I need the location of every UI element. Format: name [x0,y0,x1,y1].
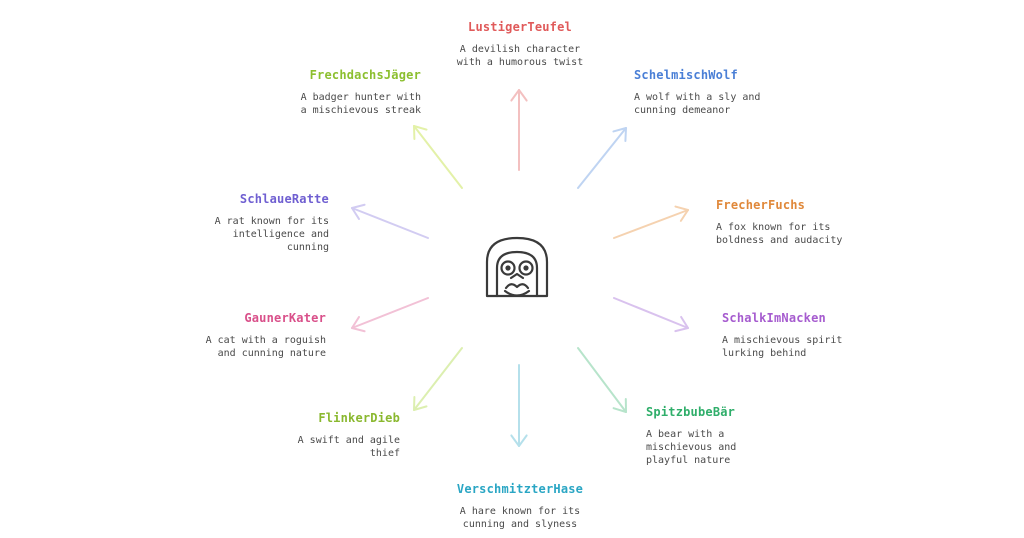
arrow-lustiger [510,89,528,171]
node-title: FrecherFuchs [716,198,806,212]
node-description: A rat known for its intelligence and cun… [214,216,329,253]
node-title: SchelmischWolf [634,68,738,82]
node-description: A bear with a mischievous and playful na… [646,429,737,466]
node-title: VerschmitzterHase [456,482,584,496]
node-description: A swift and agile thief [297,435,400,459]
arrow-schelmisch [577,127,627,189]
node-description: A devilish character with a humorous twi… [456,44,584,68]
node-title: FrechdachsJäger [309,68,421,82]
node-title: FlinkerDieb [318,411,400,425]
arrow-spitzbube [577,347,627,413]
node-title: LustigerTeufel [468,20,572,34]
node-frecher-fuchs: FrecherFuchs A fox known for its boldnes… [716,198,906,247]
arrow-frechdachs [413,125,463,189]
node-title: GaunerKater [244,311,326,325]
node-description: A wolf with a sly and cunning demeanor [634,92,761,116]
arrow-frecher [613,205,689,239]
mischievous-face-icon [485,236,549,298]
node-description: A fox known for its boldness and audacit… [716,222,843,246]
node-schelmisch-wolf: SchelmischWolf A wolf with a sly and cun… [634,68,824,117]
arrow-schlaue [351,203,429,239]
node-lustiger-teufel: LustigerTeufel A devilish character with… [425,20,615,69]
node-description: A cat with a roguish and cunning nature [205,335,326,359]
node-title: SchalkImNacken [722,311,826,325]
node-flinker-dieb: FlinkerDieb A swift and agile thief [210,411,400,460]
arrow-flinker [413,347,463,411]
node-schlaue-ratte: SchlaueRatte A rat known for its intelli… [139,192,329,254]
node-title: SpitzbubeBär [646,405,736,419]
node-spitzbube-baer: SpitzbubeBär A bear with a mischievous a… [646,405,836,467]
arrow-verschm [510,364,528,447]
node-frechdachs-jaeger: FrechdachsJäger A badger hunter with a m… [231,68,421,117]
node-schalk-im-nacken: SchalkImNacken A mischievous spirit lurk… [722,311,912,360]
node-description: A badger hunter with a mischievous strea… [300,92,421,116]
node-title: SchlaueRatte [239,192,329,206]
node-description: A hare known for its cunning and slyness [459,506,581,530]
node-verschmitzter-hase: VerschmitzterHase A hare known for its c… [425,482,615,531]
arrow-gauner [351,297,429,333]
node-gauner-kater: GaunerKater A cat with a roguish and cun… [136,311,326,360]
arrows-group [351,89,689,447]
node-description: A mischievous spirit lurking behind [722,335,843,359]
arrow-schalk [613,297,689,333]
